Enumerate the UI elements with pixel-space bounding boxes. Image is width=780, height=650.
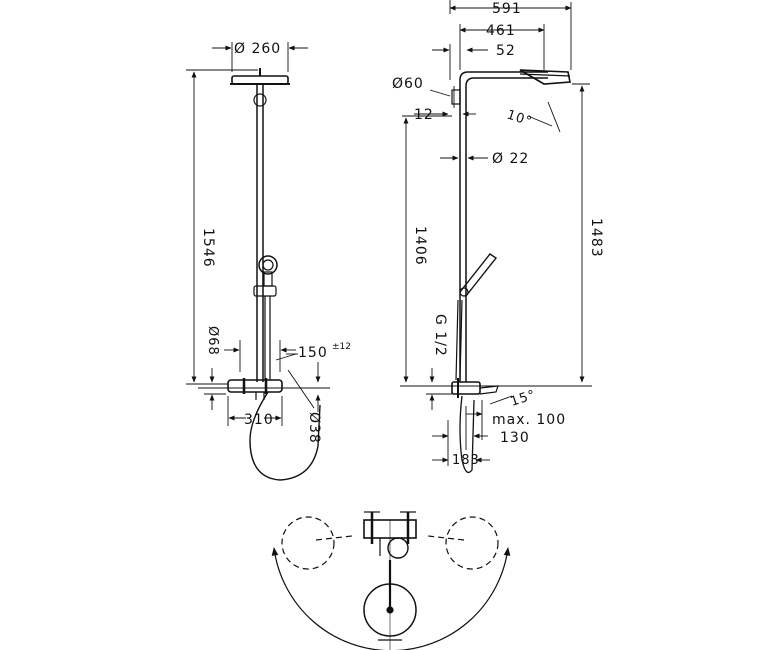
dim-spout-tolerance: ±12 xyxy=(332,342,351,352)
overhead-shower-side xyxy=(519,69,571,85)
dim-depth: 183 xyxy=(452,453,480,468)
dim-spout-height: 150 xyxy=(298,345,328,361)
dim-spout-angle: 15° xyxy=(509,387,538,409)
dim-total-height: 1546 xyxy=(200,228,216,268)
dim-head-diameter: Ø 260 xyxy=(234,41,281,57)
dim-head-tilt: 10° xyxy=(505,108,534,130)
thermostat-side xyxy=(451,378,499,398)
front-view: Ø 260 1546 Ø68 150 ±12 310 Ø38 xyxy=(186,41,351,481)
overhead-shower-front xyxy=(230,68,290,85)
dim-pipe-diameter: Ø 22 xyxy=(492,151,529,167)
dim-wall-diameter: Ø60 xyxy=(392,76,424,92)
dim-spout-max: max. 100 xyxy=(492,412,566,428)
thermostat-top xyxy=(363,511,417,559)
dim-pipe-height: 1406 xyxy=(412,226,428,266)
dim-arm-offset: 52 xyxy=(496,43,516,59)
dim-arm-length: 461 xyxy=(486,23,516,39)
dim-head-height: 1483 xyxy=(588,218,604,258)
dim-lines-side xyxy=(400,2,592,466)
head-left-dashed xyxy=(281,516,335,570)
swing-arc xyxy=(271,547,511,650)
dim-lines-front xyxy=(186,42,330,426)
thermostat-front xyxy=(227,378,283,400)
dim-outlet-diameter: Ø38 xyxy=(306,412,322,444)
hose-side xyxy=(459,395,475,474)
dim-total-width: 591 xyxy=(492,1,522,17)
dim-rosette-diameter: Ø68 xyxy=(205,326,220,356)
hose-front xyxy=(249,391,321,481)
riser-pipe-front xyxy=(253,84,267,382)
dim-centers: 310 xyxy=(244,412,274,428)
dim-spout-reach: 130 xyxy=(500,430,530,446)
hand-shower-side xyxy=(455,253,498,381)
dim-thread: G 1/2 xyxy=(432,314,448,357)
side-view: 591 461 52 Ø60 12 10° Ø 22 1406 1483 G 1… xyxy=(392,0,604,474)
top-view xyxy=(271,511,511,650)
head-right-dashed xyxy=(445,516,499,570)
dim-wall-gap: 12 xyxy=(414,107,434,123)
hand-shower-front xyxy=(253,255,278,380)
riser-with-arm xyxy=(451,71,548,382)
